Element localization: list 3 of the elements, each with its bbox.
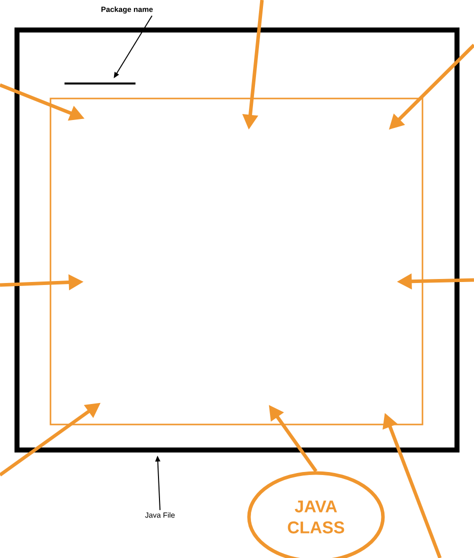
- class-frame: [50, 98, 424, 426]
- file-frame: [14, 28, 460, 452]
- package-line: [64, 82, 136, 84]
